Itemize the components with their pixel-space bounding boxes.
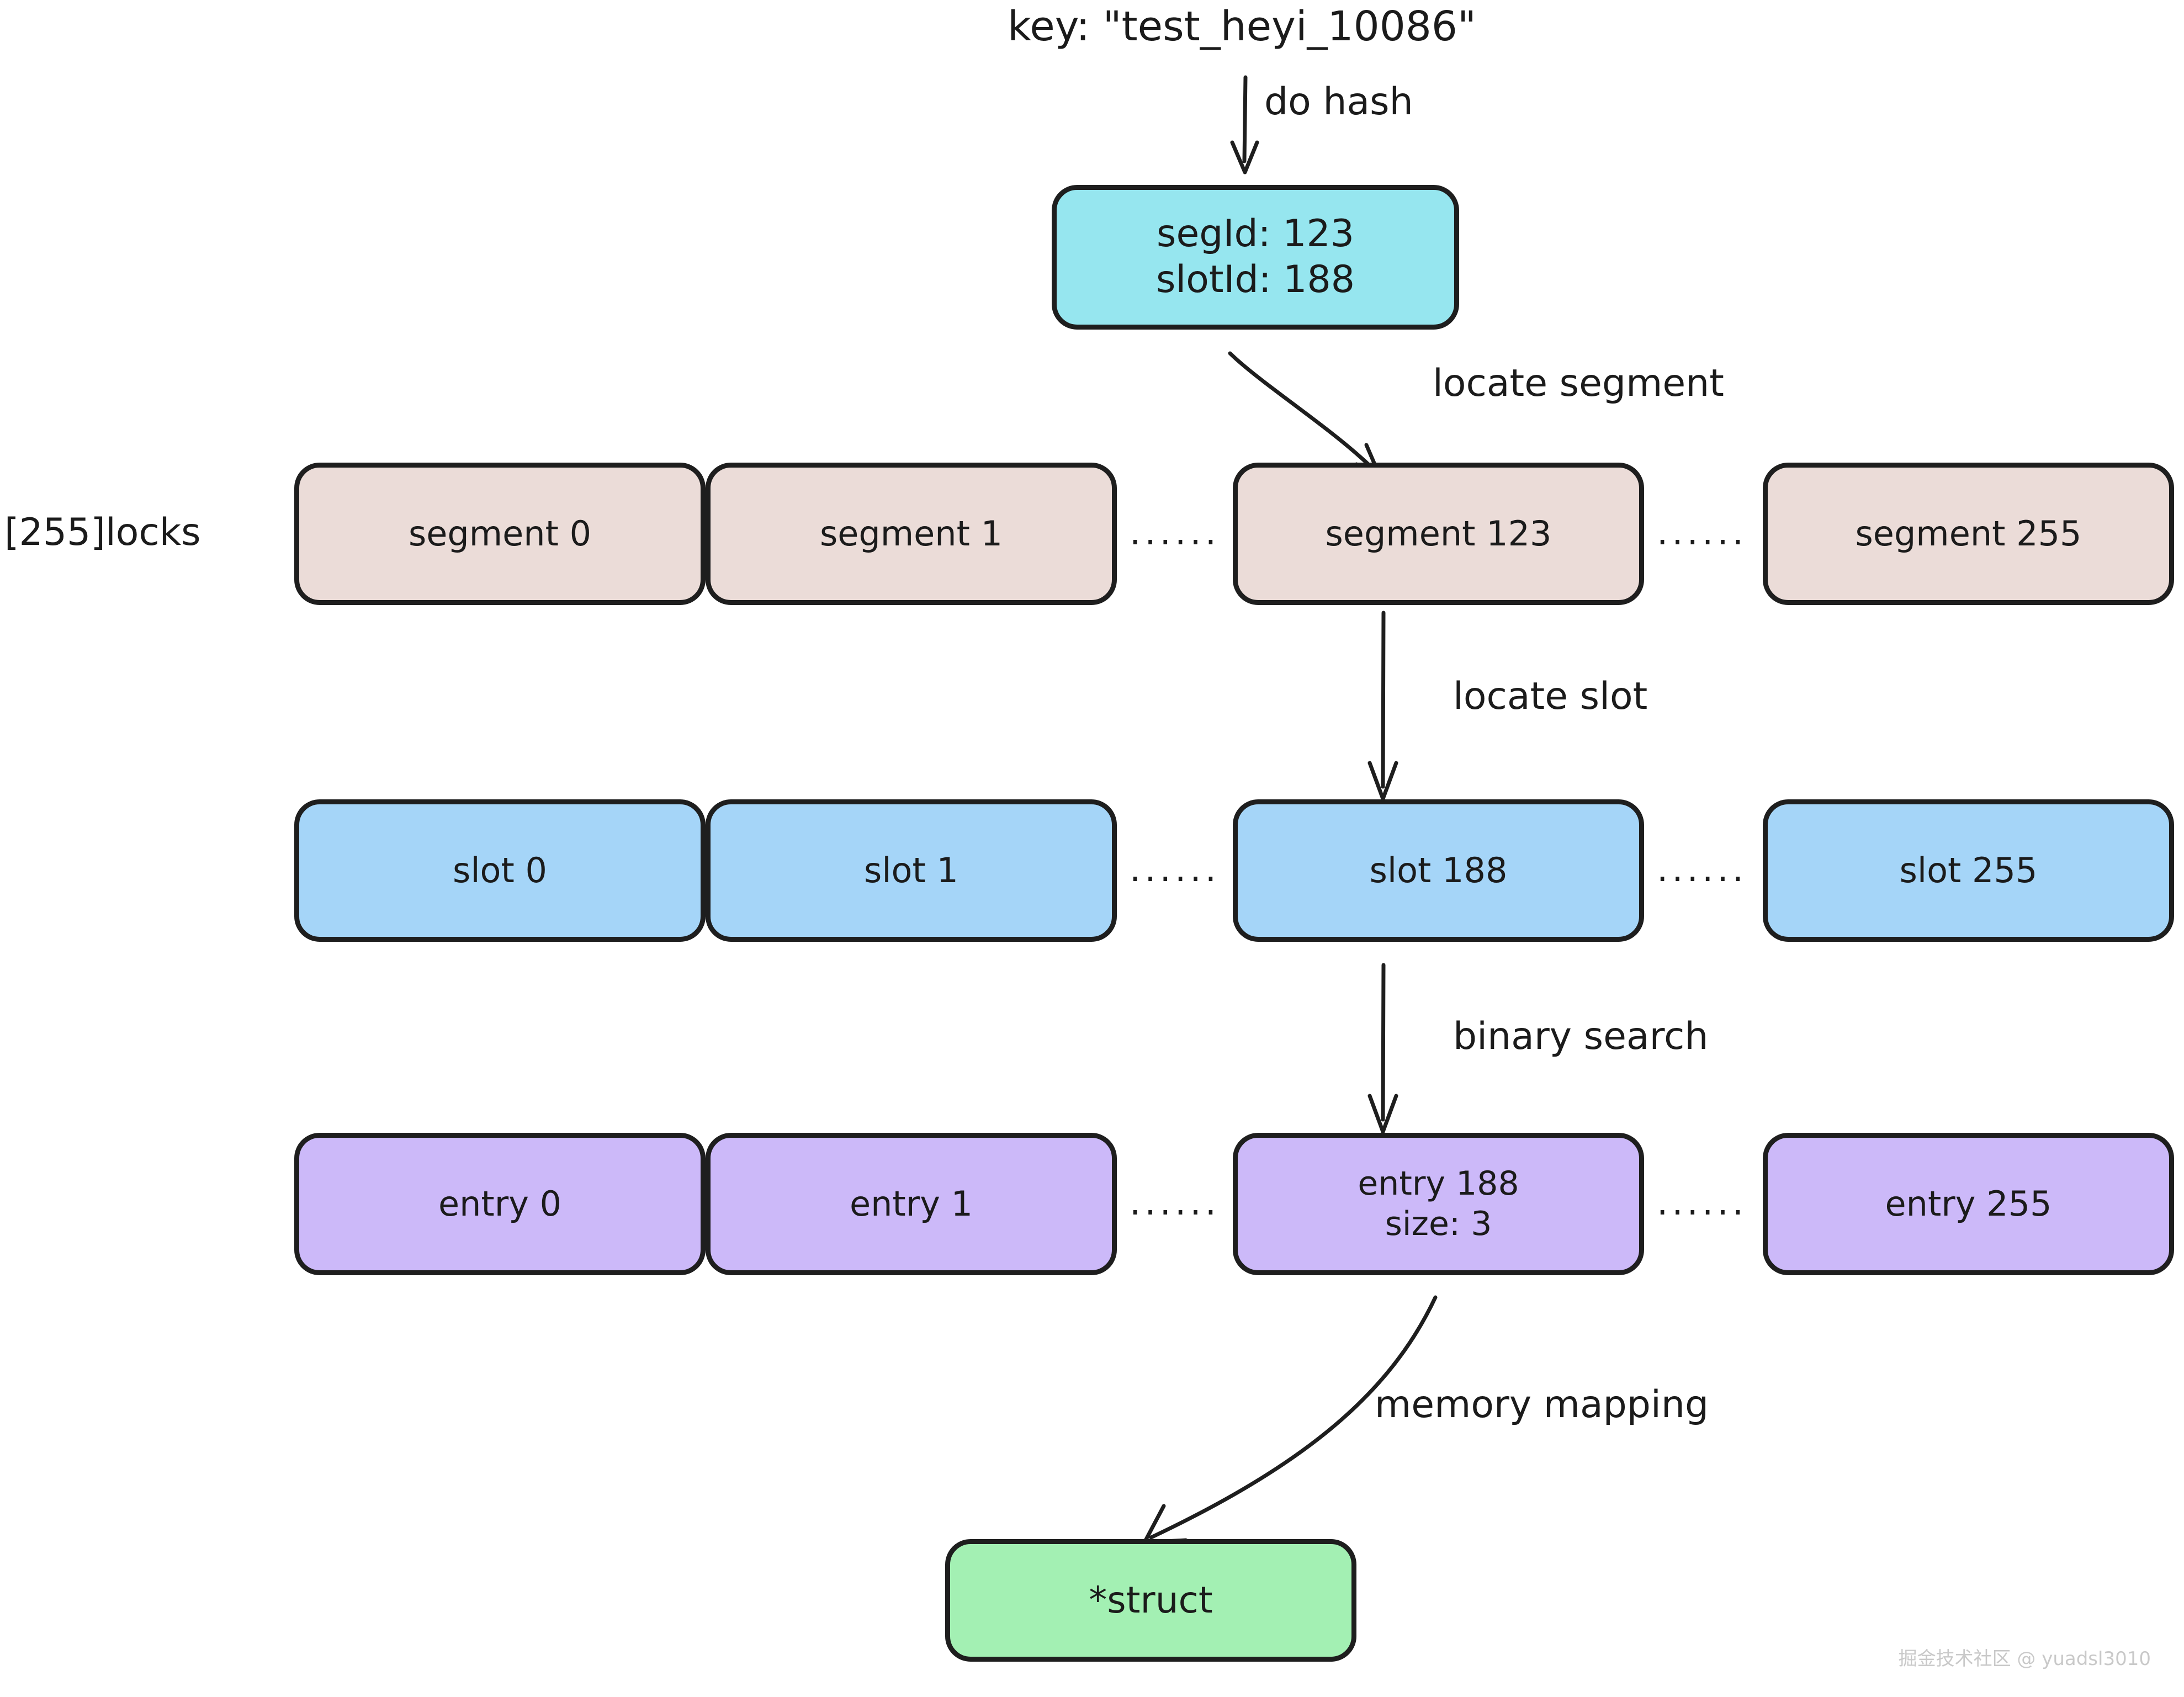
slot-box-1-label: slot 1	[864, 850, 958, 891]
slot-box-188[interactable]: slot 188	[1233, 799, 1644, 942]
entry-box-0-label: entry 0	[438, 1184, 562, 1224]
slots-ellipsis-left: ......	[1129, 849, 1221, 890]
entry-box-1[interactable]: entry 1	[706, 1133, 1117, 1275]
slots-ellipsis-right: ......	[1656, 849, 1748, 890]
segment-box-1-label: segment 1	[819, 513, 1003, 554]
slot-box-1[interactable]: slot 1	[706, 799, 1117, 942]
segment-box-0[interactable]: segment 0	[294, 463, 706, 605]
struct-box[interactable]: *struct	[945, 1539, 1356, 1662]
arrow-label-locate-segment: locate segment	[1433, 362, 1724, 405]
slot-box-188-label: slot 188	[1369, 850, 1508, 891]
arrow-locate-segment	[1228, 351, 1381, 477]
watermark: 掘金技术社区 @ yuadsl3010	[1898, 1648, 2151, 1670]
arrow-label-memory-mapping: memory mapping	[1375, 1383, 1709, 1426]
segment-box-123[interactable]: segment 123	[1233, 463, 1644, 605]
arrow-label-locate-slot: locate slot	[1453, 675, 1648, 718]
arrow-label-binary-search: binary search	[1453, 1015, 1709, 1058]
hash-result-box[interactable]: segId: 123 slotId: 188	[1052, 185, 1459, 330]
entry-box-1-label: entry 1	[849, 1184, 973, 1224]
entry-box-255[interactable]: entry 255	[1763, 1133, 2174, 1275]
entries-ellipsis-right: ......	[1656, 1182, 1748, 1223]
segment-box-0-label: segment 0	[408, 513, 592, 554]
struct-box-label: *struct	[1089, 1578, 1213, 1621]
entries-ellipsis-left: ......	[1129, 1182, 1221, 1223]
segments-ellipsis-left: ......	[1129, 512, 1221, 553]
locks-side-label: [255]locks	[4, 511, 201, 554]
arrow-do-hash	[1242, 75, 1248, 163]
entry-box-0[interactable]: entry 0	[294, 1133, 706, 1275]
entry-box-188[interactable]: entry 188 size: 3	[1233, 1133, 1644, 1275]
entry-box-188-label: entry 188	[1358, 1164, 1519, 1203]
slot-box-255-label: slot 255	[1899, 850, 2038, 891]
segment-box-255[interactable]: segment 255	[1763, 463, 2174, 605]
segment-box-123-label: segment 123	[1325, 513, 1552, 554]
entry-box-188-size: size: 3	[1385, 1205, 1492, 1243]
segment-box-1[interactable]: segment 1	[706, 463, 1117, 605]
slot-box-255[interactable]: slot 255	[1763, 799, 2174, 942]
key-note: key: "test_heyi_10086"	[1008, 3, 1476, 50]
slot-box-0[interactable]: slot 0	[294, 799, 706, 942]
hash-slot-id: slotId: 188	[1155, 258, 1355, 301]
segment-box-255-label: segment 255	[1855, 513, 2082, 554]
arrow-label-do-hash: do hash	[1264, 80, 1413, 124]
segments-ellipsis-right: ......	[1656, 512, 1748, 553]
hash-seg-id: segId: 123	[1157, 212, 1354, 256]
entry-box-255-label: entry 255	[1885, 1184, 2052, 1224]
slot-box-0-label: slot 0	[453, 850, 547, 891]
